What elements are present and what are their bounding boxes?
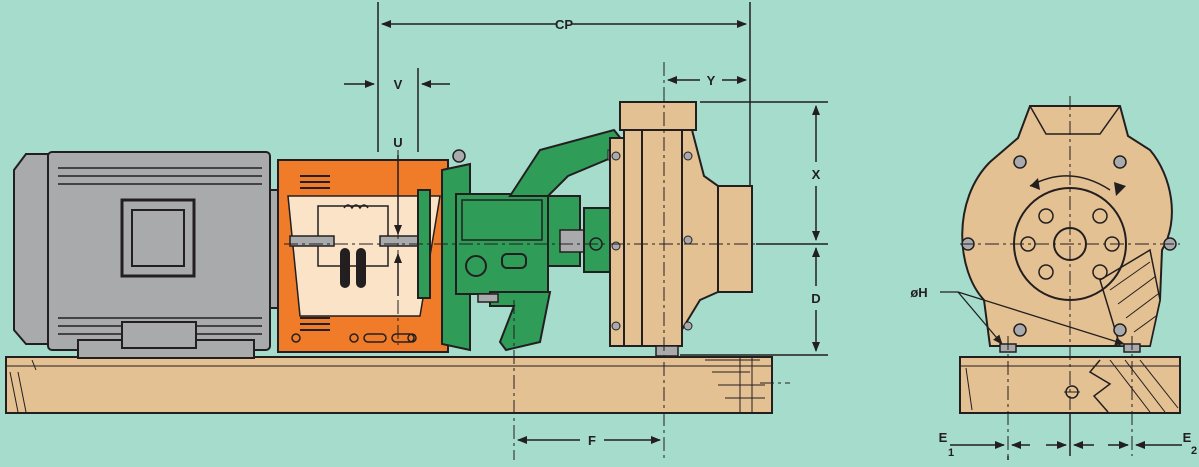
dimension-lines [344,2,828,444]
bearing-frame [417,128,632,352]
label-e1: E [939,430,948,445]
label-e1-subscript: 1 [948,447,954,459]
label-d: D [811,291,820,306]
label-v: V [394,77,403,92]
baseplate [5,356,773,414]
label-cp: CP [555,17,573,32]
label-e2-subscript: 2 [1191,445,1197,457]
label-x: X [812,167,821,182]
end-view: øH E 1 E 2 [910,96,1197,460]
label-e2: E [1183,430,1192,445]
oh-leader-lines [940,291,1125,346]
label-u: U [393,135,402,150]
motor [13,151,285,359]
end-view-centerlines [960,96,1180,456]
side-view: CP V U Y X D F [5,2,828,460]
pump-casing [609,101,753,357]
label-f: F [588,433,596,448]
e-dimension-lines [950,414,1182,460]
label-oh: øH [910,285,927,300]
end-view-pump-body [961,105,1177,353]
label-y: Y [707,73,716,88]
